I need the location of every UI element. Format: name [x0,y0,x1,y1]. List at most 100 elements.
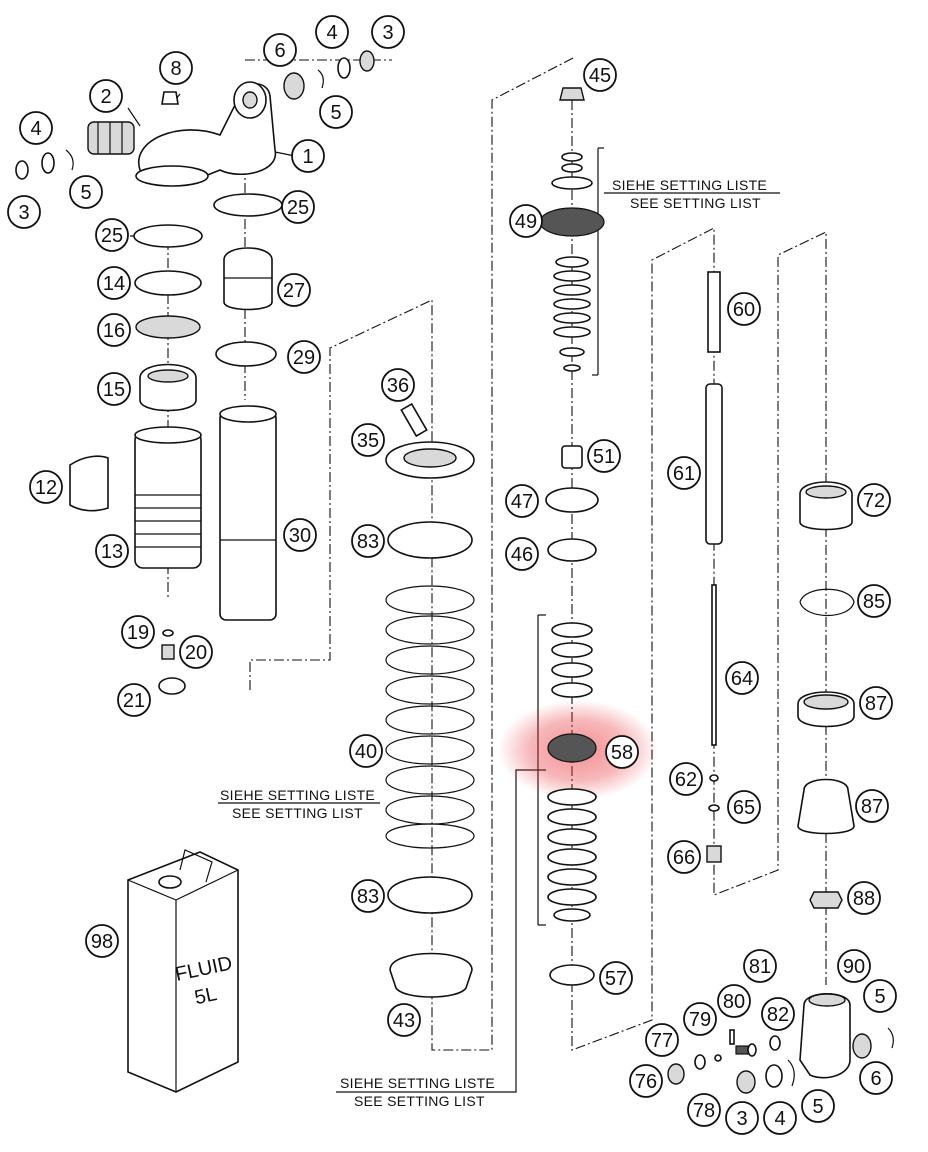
note-top: SIEHE SETTING LISTE SEE SETTING LIST [612,177,767,211]
callout-c25b: 25 [281,190,315,224]
callout-c81: 81 [743,949,777,983]
callout-number: 57 [605,968,627,990]
callout-circle [95,534,129,568]
part-ring-14 [134,270,202,296]
callout-number: 77 [651,1030,673,1052]
callout-number: 72 [863,490,885,512]
callout-circle [669,762,703,796]
callout-c5c: 5 [863,979,897,1013]
part-shims-bottom [547,788,597,922]
callout-number: 5 [874,986,885,1008]
callout-number: 60 [733,299,755,321]
part-shims-mid [551,622,593,698]
callout-c5b: 5 [319,95,353,129]
part-nut-20 [161,644,175,660]
note-bottom-de: SIEHE SETTING LISTE [340,1075,495,1091]
callout-number: 40 [355,741,377,763]
part-ball-78 [714,1054,722,1062]
part-shims-lower [553,256,591,372]
callout-number: 47 [511,491,533,513]
callout-c82: 82 [761,997,795,1031]
part-cap-21 [158,677,186,695]
callout-number: 15 [103,379,125,401]
part-reservoir-27 [223,247,273,311]
callout-number: 4 [774,1108,785,1130]
part-bushing-51 [561,445,583,469]
part-screw-80 [735,1045,749,1055]
note-top-de: SIEHE SETTING LISTE [612,177,767,193]
callout-c47: 47 [505,484,539,518]
callout-circle [761,997,795,1031]
callout-number: 5 [330,102,341,124]
callout-c20: 20 [179,635,213,669]
part-oring-25-left [133,224,203,248]
part-sleeve-12 [69,455,109,512]
callout-c76: 76 [629,1064,663,1098]
callout-c4b: 4 [315,15,349,49]
callout-c90: 90 [837,949,871,983]
callout-c61: 61 [667,456,701,490]
callout-number: 2 [100,86,111,108]
callout-number: 45 [589,65,611,87]
callout-circle [725,1101,759,1135]
part-ring-29 [215,341,277,367]
callout-circle [667,840,701,874]
part-shims-upper [551,152,593,190]
callout-c3c: 3 [725,1101,759,1135]
part-clip-5-left [65,149,74,171]
callout-circle [179,635,213,669]
callout-number: 30 [289,525,311,547]
part-bearing-2 [87,121,135,155]
callout-circle [743,949,777,983]
callout-c4a: 4 [19,111,53,145]
callout-c51: 51 [587,439,621,473]
callout-number: 64 [731,668,753,690]
callout-c58: 58 [605,735,639,769]
callout-number: 88 [853,888,875,910]
fluid-can-volume: 5L [193,983,219,1009]
part-rod-60 [707,271,721,353]
part-adjuster-35 [385,441,475,479]
callout-number: 51 [593,446,615,468]
callout-c25a: 25 [95,218,129,252]
callout-number: 82 [767,1004,789,1026]
callout-number: 87 [861,796,883,818]
callout-number: 58 [611,742,633,764]
part-washer-4-top [337,57,351,79]
callout-number: 6 [870,1068,881,1090]
callout-number: 21 [123,690,145,712]
leader-lines [127,93,780,1093]
callout-number: 83 [357,886,379,908]
part-bearing-6-right [852,1033,872,1059]
note-middle-en: SEE SETTING LIST [232,805,363,821]
callout-number: 27 [283,280,305,302]
callout-circle [121,615,155,649]
callout-c77: 77 [645,1023,679,1057]
callout-circle [645,1023,679,1057]
part-retainer-83-bottom [387,876,473,914]
callout-number: 65 [733,797,755,819]
callout-circle [387,1003,421,1037]
callout-circle [159,51,193,85]
callout-circle [283,518,317,552]
part-rod-61 [705,383,723,545]
part-washer-4-left [41,152,55,174]
callout-circle [263,33,297,67]
callout-c27: 27 [277,273,311,307]
callout-number: 13 [101,541,123,563]
part-ring-77 [694,1054,706,1070]
callout-number: 25 [287,197,309,219]
callout-c79: 79 [683,1002,717,1036]
part-nut-45 [559,87,585,101]
callout-c83b: 83 [351,879,385,913]
callout-c2: 2 [89,79,123,113]
callout-circle [381,368,415,402]
callout-c60: 60 [727,292,761,326]
callout-c19: 19 [121,615,155,649]
part-spring-81 [747,1043,757,1057]
callout-c78: 78 [687,1093,721,1127]
note-bottom-en: SEE SETTING LIST [354,1093,485,1109]
part-washer-65 [708,804,720,812]
callout-c62: 62 [669,762,703,796]
callout-number: 80 [723,991,745,1013]
